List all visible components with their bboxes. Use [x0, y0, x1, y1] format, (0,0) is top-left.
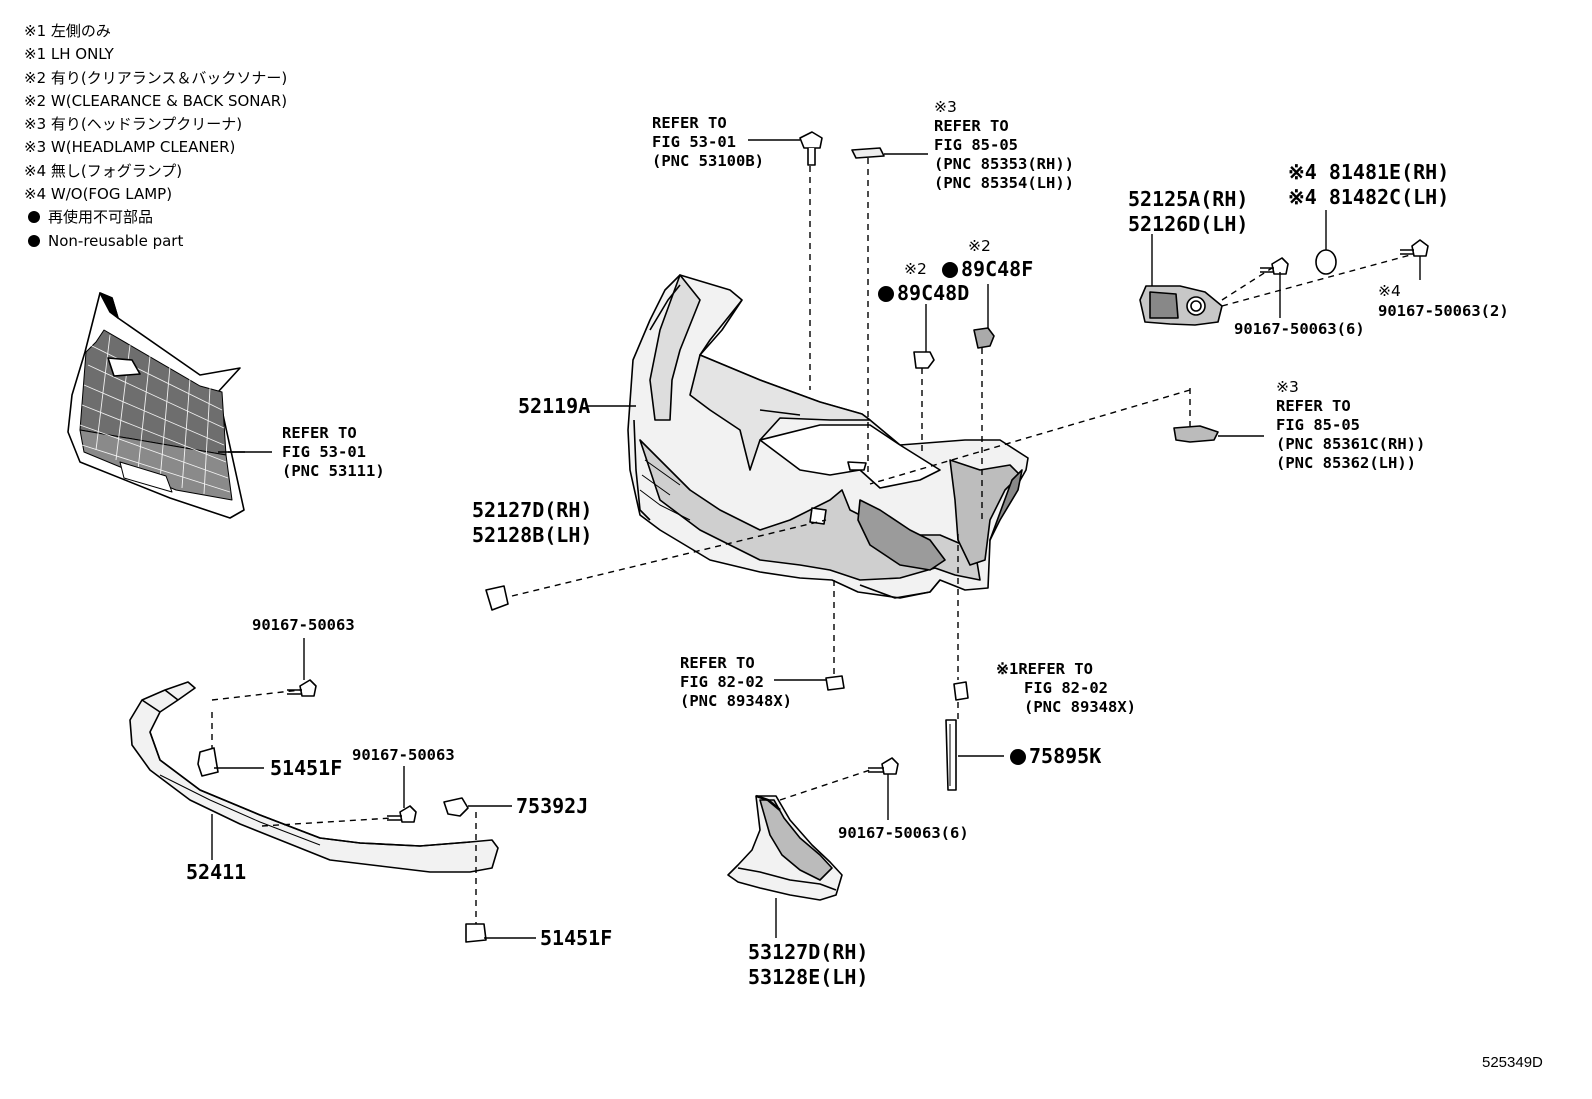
bracket-drawing: [1139, 285, 1223, 326]
drawing-code: 525349D: [1482, 1054, 1543, 1071]
mark-4-label: ※4: [1378, 282, 1401, 300]
mark-2-label: ※2: [904, 260, 927, 278]
radiator-grille-drawing: [67, 292, 272, 519]
nozzle-cover-reference-label: ※3 REFER TO FIG 85-05 (PNC 85353(RH)) (P…: [934, 98, 1074, 192]
bolt-drawings: [287, 131, 1429, 823]
seal-strip-drawing: [945, 719, 957, 791]
legend-row: 再使用不可部品: [24, 206, 287, 229]
lower-garnish-drawing: [727, 794, 843, 901]
connector-clip-drawing: [953, 681, 969, 701]
bolt-6-lower-label: 90167-50063(6): [838, 824, 969, 842]
clip-upper-part-number-label: 51451F: [270, 756, 343, 780]
cover-drawing: [1315, 249, 1337, 275]
leader-lines: [211, 139, 1421, 939]
grille-reference-label: REFER TO FIG 53-01 (PNC 53111): [282, 424, 385, 480]
non-reusable-bullet-icon: [878, 286, 894, 302]
tow-hook-cover-drawing: [485, 585, 509, 611]
retainer-part-number-label: 75392J: [516, 794, 589, 818]
clip-drawing: [465, 923, 487, 943]
mark-2-label: ※2: [968, 237, 991, 255]
bumper-reference-label: REFER TO FIG 53-01 (PNC 53100B): [652, 114, 764, 170]
spoiler-part-number-label: 52411: [186, 860, 247, 884]
legend-row: Non-reusable part: [24, 230, 287, 253]
tow-cover-part-number-label: 52127D(RH) 52128B(LH): [472, 498, 593, 547]
non-reusable-bullet-icon: [1010, 749, 1026, 765]
non-reusable-bullet-icon: [28, 211, 40, 224]
legend-row: ※1 LH ONLY: [24, 45, 114, 64]
legend-row: ※4 無し(フォグランプ): [24, 161, 183, 180]
clip-lower-part-number-label: 51451F: [540, 926, 613, 950]
legend-row: ※3 W(HEADLAMP CLEANER): [24, 138, 236, 157]
washer-reference-label: ※3 REFER TO FIG 85-05 (PNC 85361C(RH)) (…: [1276, 378, 1426, 472]
nozzle-cover-drawing: [851, 147, 885, 159]
connector-reference-right-label: ※1REFER TO FIG 82-02 (PNC 89348X): [996, 660, 1136, 716]
clip-drawing: [197, 747, 219, 777]
bolt-6-upper-label: 90167-50063(6): [1234, 320, 1365, 338]
legend-row: ※2 W(CLEARANCE & BACK SONAR): [24, 91, 288, 110]
sensor-retainer-drawings: [913, 327, 995, 369]
dashed-leader-lines: [211, 158, 1415, 924]
legend-row: ※4 W/O(FOG LAMP): [24, 185, 173, 204]
retainer-drawing: [443, 797, 469, 817]
garnish-part-number-label: 53127D(RH) 53128E(LH): [748, 940, 869, 989]
front-bumper-cover-drawing: [627, 274, 1029, 599]
legend: ※1 左側のみ ※1 LH ONLY ※2 有り(クリアランス＆バックソナー) …: [24, 20, 287, 253]
cover-part-number-label: ※4 81481E(RH) ※4 81482C(LH): [1288, 160, 1450, 209]
lower-spoiler-drawing: [129, 681, 499, 873]
bumper-cover-part-number-label: 52119A: [518, 394, 591, 418]
bolt-mid-label: 90167-50063: [352, 746, 455, 764]
bolt-left-label: 90167-50063: [252, 616, 355, 634]
legend-row: ※2 有り(クリアランス＆バックソナー): [24, 68, 288, 87]
legend-row: ※3 有り(ヘッドランプクリーナ): [24, 115, 243, 134]
sensor-89c48f-label: 89C48F: [942, 257, 1033, 282]
bolt-2-label: 90167-50063(2): [1378, 302, 1509, 320]
connector-reference-left-label: REFER TO FIG 82-02 (PNC 89348X): [680, 654, 792, 710]
non-reusable-bullet-icon: [942, 262, 958, 278]
non-reusable-bullet-icon: [28, 234, 40, 247]
connector-clip-drawing: [825, 675, 845, 691]
sensor-89c48d-label: 89C48D: [878, 281, 969, 306]
bracket-part-number-label: 52125A(RH) 52126D(LH): [1128, 187, 1249, 236]
seal-part-number-label: 75895K: [1010, 744, 1101, 769]
legend-row: ※1 左側のみ: [24, 22, 111, 40]
washer-nozzle-drawing: [1173, 425, 1219, 443]
